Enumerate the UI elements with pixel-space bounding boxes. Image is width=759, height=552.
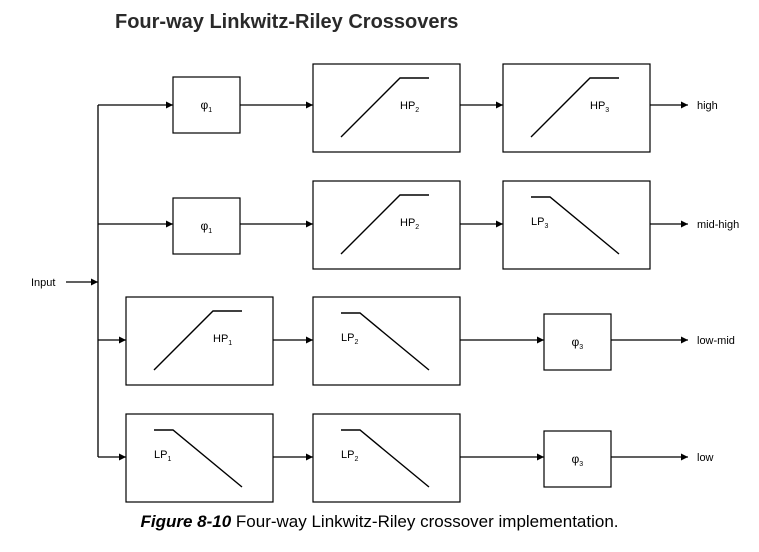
block-label: LP2 xyxy=(341,332,358,346)
block-label-base: φ xyxy=(201,98,209,112)
block-label: LP2 xyxy=(341,449,358,463)
block-frame xyxy=(312,180,461,270)
block-frame xyxy=(502,180,651,270)
block-label: LP3 xyxy=(531,216,548,230)
input-label: Input xyxy=(31,277,55,289)
hp-block: HP1 xyxy=(125,296,274,386)
highpass-curve xyxy=(153,310,242,371)
block-label-subscript: 3 xyxy=(544,223,548,230)
lp-block: LP3 xyxy=(502,180,651,270)
block-label-subscript: 2 xyxy=(354,339,358,346)
block-label-base: HP xyxy=(400,217,415,229)
signal-wires xyxy=(66,101,688,461)
block-frame xyxy=(172,76,241,134)
io-labels: Input high mid-high low-mid low xyxy=(31,100,739,464)
output-label-1: mid-high xyxy=(697,219,739,231)
phase-block: φ3 xyxy=(543,313,612,371)
block-label-subscript: 1 xyxy=(208,228,212,235)
block-label-base: LP xyxy=(341,332,354,344)
block-label: φ3 xyxy=(572,335,584,351)
highpass-curve xyxy=(340,194,429,255)
block-label: HP2 xyxy=(400,217,419,231)
block-label-base: HP xyxy=(590,100,605,112)
phase-block: φ1 xyxy=(172,76,241,134)
block-label-subscript: 2 xyxy=(354,456,358,463)
block-frame xyxy=(125,296,274,386)
block-label-base: LP xyxy=(531,216,544,228)
block-label-subscript: 3 xyxy=(579,461,583,468)
lp-block: LP2 xyxy=(312,296,461,386)
highpass-curve xyxy=(530,77,619,138)
lowpass-curve xyxy=(341,312,430,371)
block-label-base: LP xyxy=(154,449,167,461)
block-label-base: φ xyxy=(572,452,580,466)
block-label-subscript: 1 xyxy=(167,456,171,463)
phase-block: φ1 xyxy=(172,197,241,255)
block-label-base: φ xyxy=(201,219,209,233)
hp-block: HP2 xyxy=(312,180,461,270)
output-label-0: high xyxy=(697,100,718,112)
output-label-3: low xyxy=(697,452,714,464)
block-frame xyxy=(502,63,651,153)
block-label: HP1 xyxy=(213,333,232,347)
block-frame xyxy=(312,296,461,386)
figure-number: Figure 8-10 xyxy=(140,512,232,531)
phase-block: φ3 xyxy=(543,430,612,488)
block-label-subscript: 3 xyxy=(605,107,609,114)
lp-block: LP2 xyxy=(312,413,461,503)
block-frame xyxy=(312,413,461,503)
highpass-curve xyxy=(340,77,429,138)
block-label: φ1 xyxy=(201,98,213,114)
block-label: HP2 xyxy=(400,100,419,114)
block-frame xyxy=(312,63,461,153)
hp-block: HP2 xyxy=(312,63,461,153)
lowpass-curve xyxy=(531,196,620,255)
hp-block: HP3 xyxy=(502,63,651,153)
block-label-subscript: 3 xyxy=(579,344,583,351)
block-label: φ1 xyxy=(201,219,213,235)
block-frame xyxy=(543,430,612,488)
output-label-2: low-mid xyxy=(697,335,735,347)
block-label-subscript: 1 xyxy=(228,340,232,347)
block-frame xyxy=(125,413,274,503)
diagram-title: Four-way Linkwitz-Riley Crossovers xyxy=(115,11,458,33)
figure-caption: Figure 8-10 Four-way Linkwitz-Riley cros… xyxy=(0,512,759,532)
block-label: HP3 xyxy=(590,100,609,114)
lp-block: LP1 xyxy=(125,413,274,503)
lowpass-curve xyxy=(154,429,243,488)
block-label-base: LP xyxy=(341,449,354,461)
caption-text: Four-way Linkwitz-Riley crossover implem… xyxy=(231,512,619,531)
block-label: φ3 xyxy=(572,452,584,468)
block-frame xyxy=(172,197,241,255)
block-label-base: HP xyxy=(400,100,415,112)
block-label-subscript: 2 xyxy=(415,224,419,231)
block-label-base: φ xyxy=(572,335,580,349)
block-label-subscript: 2 xyxy=(415,107,419,114)
block-label-base: HP xyxy=(213,333,228,345)
block-frame xyxy=(543,313,612,371)
lowpass-curve xyxy=(341,429,430,488)
block-label: LP1 xyxy=(154,449,171,463)
block-label-subscript: 1 xyxy=(208,107,212,114)
